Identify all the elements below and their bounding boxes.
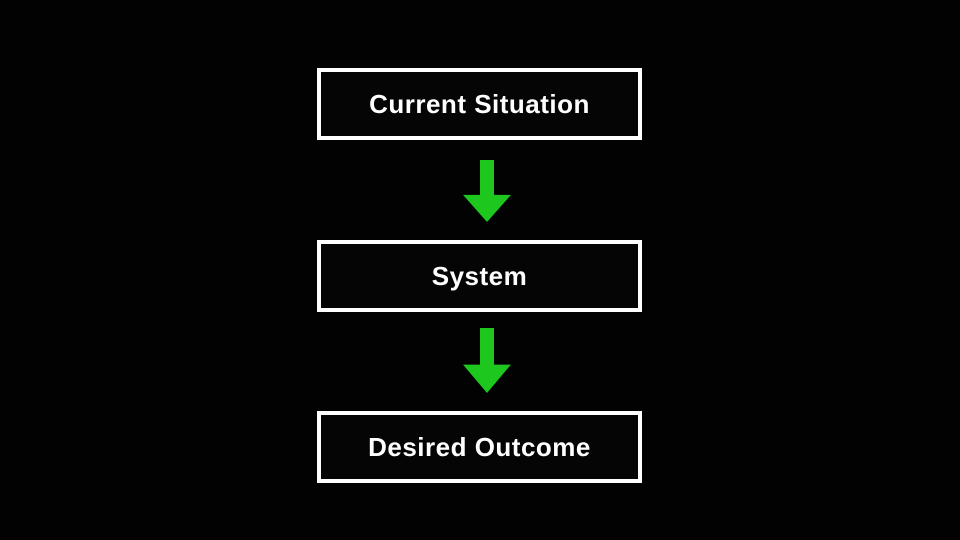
node-system-label: System: [431, 260, 528, 291]
arrow-down-icon: [463, 328, 511, 393]
arrow-down-icon: [463, 160, 511, 222]
node-desired-outcome: Desired Outcome: [317, 411, 642, 483]
node-desired-outcome-label: Desired Outcome: [368, 431, 591, 462]
node-system: System: [317, 240, 642, 312]
node-current-situation: Current Situation: [317, 68, 642, 140]
node-current-situation-label: Current Situation: [369, 88, 590, 119]
